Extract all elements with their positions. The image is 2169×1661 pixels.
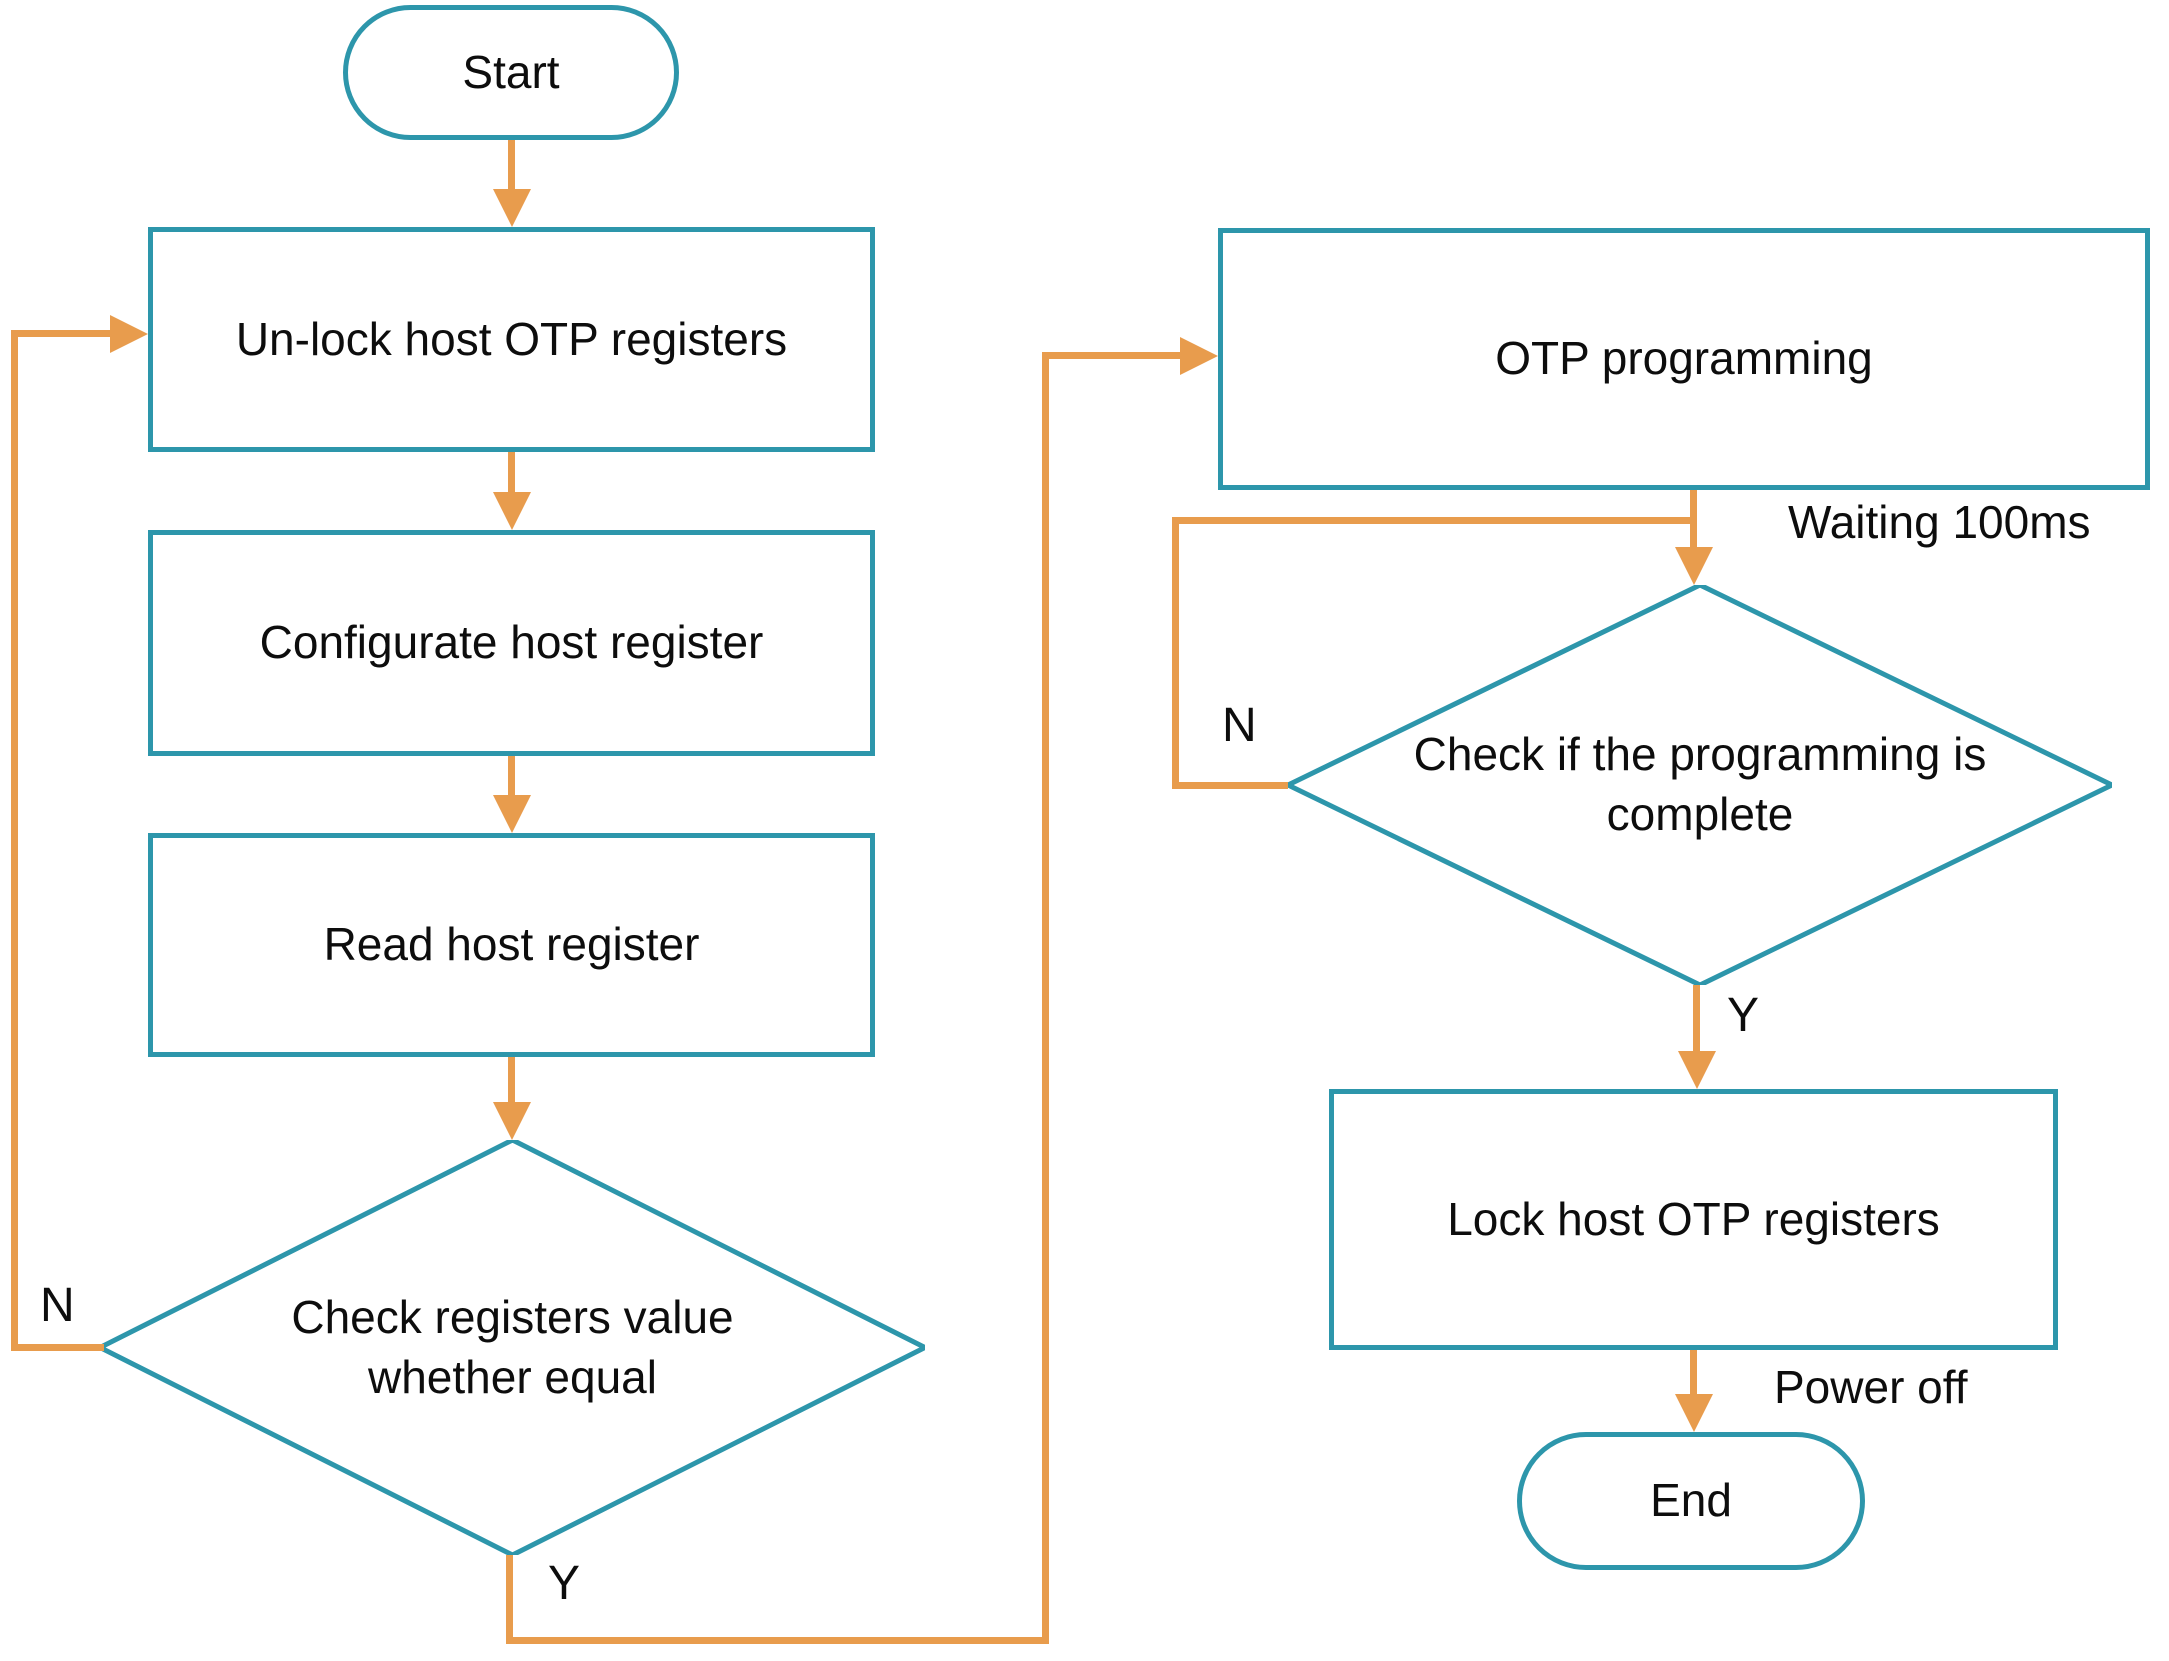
- connector-checkequal-yes-segment: [506, 1555, 513, 1644]
- connector-checkcomplete-no-segment: [1172, 517, 1179, 789]
- connector-checkcomplete-no-segment: [1172, 782, 1288, 789]
- arrowhead-down-icon: [493, 1102, 531, 1140]
- arrowhead-down-icon: [493, 795, 531, 833]
- process-read-node: Read host register: [148, 833, 875, 1057]
- process-configurate-label: Configurate host register: [259, 616, 764, 669]
- connector-checkcomplete-no-segment: [1172, 517, 1697, 524]
- arrowhead-down-icon: [1675, 1394, 1713, 1432]
- edge-label-waiting: Waiting 100ms: [1788, 496, 2091, 548]
- decision-check-complete-label: Check if the programming is complete: [1413, 728, 1987, 840]
- diamond-shape: [1288, 585, 2112, 985]
- connector-configurate-read-line: [508, 756, 515, 797]
- connector-checkequal-yes-segment: [506, 1637, 1049, 1644]
- process-lock-node: Lock host OTP registers: [1329, 1089, 2058, 1350]
- process-otp-programming-node: OTP programming: [1218, 228, 2150, 490]
- process-unlock-label: Un-lock host OTP registers: [235, 312, 788, 365]
- diamond-shape: [100, 1140, 925, 1555]
- decision-check-equal-node: Check registers value whether equal: [100, 1140, 925, 1555]
- end-node: End: [1517, 1432, 1865, 1570]
- edge-label-checkcomplete-no: N: [1222, 699, 1257, 752]
- edge-label-checkcomplete-yes: Y: [1727, 989, 1760, 1042]
- connector-start-unlock-line: [508, 140, 515, 192]
- connector-checkcomplete-yes-line: [1693, 985, 1700, 1053]
- edge-label-checkequal-yes: Y: [548, 1557, 581, 1610]
- connector-lock-end-line: [1690, 1350, 1697, 1398]
- process-unlock-node: Un-lock host OTP registers: [148, 227, 875, 452]
- edge-label-checkequal-no: N: [40, 1279, 75, 1332]
- start-node: Start: [343, 5, 679, 140]
- connector-checkequal-no-segment: [11, 330, 18, 1351]
- arrowhead-down-icon: [493, 492, 531, 530]
- start-label: Start: [462, 45, 560, 98]
- connector-checkequal-yes-segment: [1042, 352, 1049, 1644]
- arrowhead-right-icon: [1180, 337, 1218, 375]
- connector-unlock-configurate-line: [508, 452, 515, 494]
- process-otp-programming-label: OTP programming: [1495, 332, 1873, 385]
- arrowhead-down-icon: [1675, 547, 1713, 585]
- process-lock-label: Lock host OTP registers: [1447, 1192, 1940, 1245]
- arrowhead-down-icon: [493, 189, 531, 227]
- connector-read-checkequal-line: [508, 1057, 515, 1104]
- connector-checkequal-no-segment: [11, 1344, 104, 1351]
- process-read-label: Read host register: [323, 918, 700, 971]
- end-label: End: [1650, 1474, 1732, 1527]
- connector-checkequal-no-segment: [11, 330, 110, 337]
- arrowhead-right-icon: [110, 315, 148, 353]
- process-configurate-node: Configurate host register: [148, 530, 875, 756]
- decision-check-complete-node: Check if the programming is complete: [1288, 585, 2112, 985]
- edge-label-power-off: Power off: [1774, 1361, 1968, 1413]
- arrowhead-down-icon: [1678, 1051, 1716, 1089]
- decision-check-equal-label: Check registers value whether equal: [291, 1290, 734, 1403]
- connector-checkequal-yes-segment: [1042, 352, 1180, 359]
